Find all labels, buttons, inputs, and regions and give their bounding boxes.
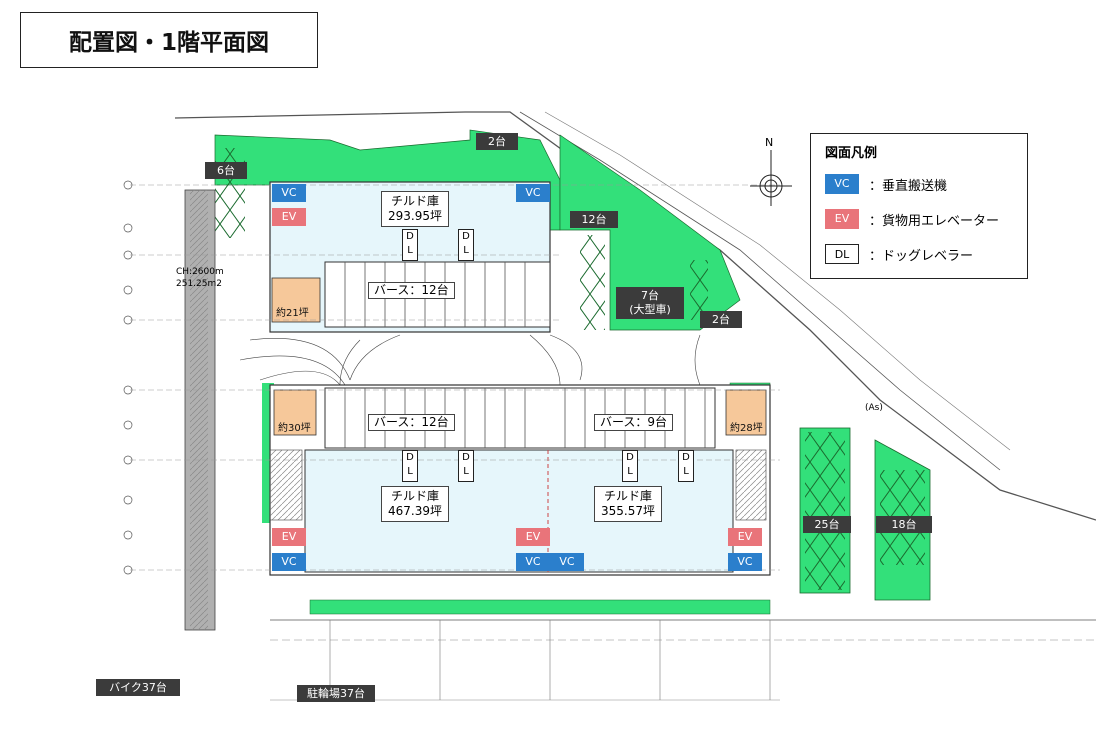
parking-2-right-label: 2台 [700,311,742,328]
vc-marker: VC [516,553,550,571]
legend-item-ev: EV ：貨物用エレベーター [825,209,999,229]
vc-marker: VC [516,184,550,202]
road-as-note: (As) [865,403,883,413]
parking-7-count: 7台 [641,289,659,302]
chilled-room-sw-name: チルド庫 [390,489,439,503]
berth-middle-east-label: バース：9台 [594,414,674,431]
vc-marker: VC [272,553,306,571]
compass-north-label: N [765,136,774,149]
bicycle-parking-label: 駐輪場37台 [297,685,375,702]
legend-item-vc: VC ：垂直搬送機 [825,174,947,194]
ev-marker: EV [272,208,306,226]
page-title: 配置図・1階平面図 [20,12,318,68]
office-north-label: 約21坪 [276,308,309,319]
ceiling-height-note: CH:2600m [176,267,224,277]
ev-marker: EV [272,528,306,546]
legend-text-dl: ：ドッグレベラー [869,248,974,264]
legend-text-vc: ：垂直搬送機 [869,178,948,194]
legend-text-ev: ：貨物用エレベーター [869,213,1000,229]
berth-north-label: バース：12台 [368,282,455,299]
parking-7-label: 7台 (大型車) [616,287,684,319]
chilled-room-north-area: 293.95坪 [388,209,442,223]
vc-marker: VC [728,553,762,571]
vc-marker: VC [550,553,584,571]
chilled-room-south-east: チルド庫 355.57坪 [594,486,662,522]
office-west-label: 約30坪 [278,423,311,434]
parking-18-label: 18台 [876,516,932,533]
parking-12-label: 12台 [570,211,618,228]
vc-marker: VC [272,184,306,202]
legend-swatch-dl: DL [825,244,859,264]
chilled-room-south-west: チルド庫 467.39坪 [381,486,449,522]
compass-icon [750,150,792,206]
parking-25-label: 25台 [803,516,851,533]
office-east-label: 約28坪 [730,423,763,434]
bike-parking-label: バイク37台 [96,679,180,696]
chilled-room-north: チルド庫 293.95坪 [381,191,449,227]
area-note: 251.25m2 [176,279,222,289]
parking-7-note: (大型車) [629,303,671,316]
ev-marker: EV [516,528,550,546]
chilled-room-sw-area: 467.39坪 [388,504,442,518]
legend-box: 図面凡例 VC ：垂直搬送機 EV ：貨物用エレベーター DL ：ドッグレベラー [810,133,1028,279]
chilled-room-north-name: チルド庫 [390,194,439,208]
parking-6-label: 6台 [205,162,247,179]
chilled-room-se-name: チルド庫 [603,489,652,503]
parking-2-top-label: 2台 [476,133,518,150]
chilled-room-se-area: 355.57坪 [601,504,655,518]
legend-swatch-vc: VC [825,174,859,194]
berth-middle-west-label: バース：12台 [368,414,455,431]
legend-item-dl: DL ：ドッグレベラー [825,244,973,264]
ev-marker: EV [728,528,762,546]
legend-swatch-ev: EV [825,209,859,229]
legend-heading: 図面凡例 [825,146,878,161]
